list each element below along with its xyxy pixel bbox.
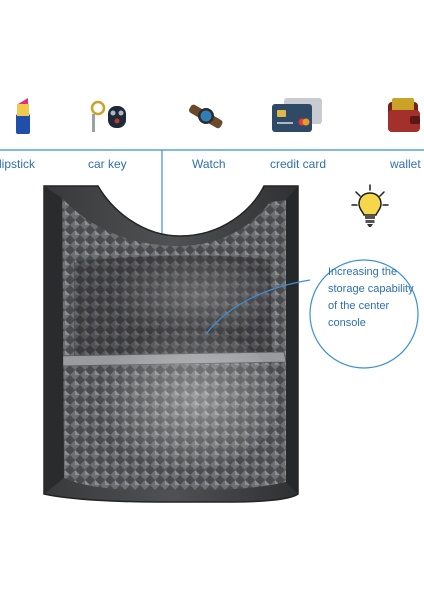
callout-line: storage capability (328, 283, 414, 295)
watch-icon (189, 104, 223, 129)
lipstick-icon (16, 98, 30, 134)
item-label-watch: Watch (192, 157, 226, 171)
callout-bubble (309, 259, 419, 369)
item-label-car-key: car key (88, 157, 127, 171)
item-label-lipstick: lipstick (0, 157, 36, 171)
light-bulb-icon (351, 184, 389, 227)
wallet-icon (388, 98, 420, 132)
car-key-icon (90, 100, 126, 132)
callout-line: Increasing the (328, 266, 398, 278)
credit-card-icon (272, 98, 322, 132)
item-label-credit-card: credit card (270, 157, 327, 171)
callout-line: of the center (328, 300, 390, 312)
callout-line: console (328, 317, 366, 329)
callout-text: Increasing the storage capability of the… (328, 264, 420, 332)
item-label-wallet: wallet (390, 157, 421, 171)
